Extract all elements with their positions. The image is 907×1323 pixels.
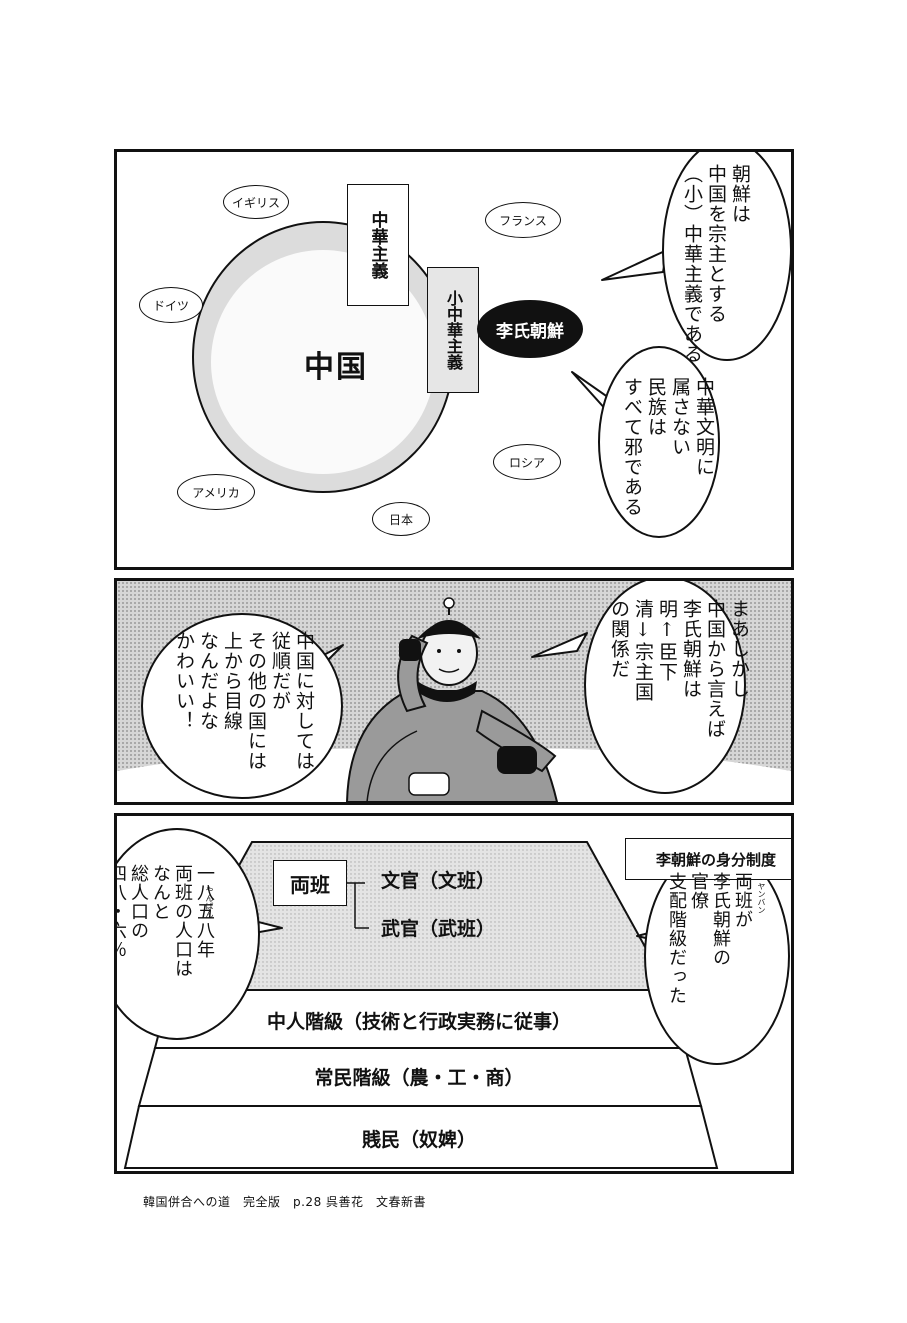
country-nihon: 日本 bbox=[372, 502, 430, 536]
panel-2-art bbox=[117, 581, 791, 802]
yangban-box: 両班 bbox=[273, 860, 347, 906]
tier3-label: 常民階級（農・工・商） bbox=[314, 1066, 524, 1089]
speech-text-right: まあしかし 中国から言えば 李氏朝鮮は 明↑臣下 清↓宗主国 の関係だ bbox=[608, 599, 750, 739]
tier4-label: 賎民（奴婢） bbox=[361, 1128, 476, 1151]
country-amerika: アメリカ bbox=[177, 474, 255, 510]
speech-bubble-left bbox=[141, 613, 343, 799]
ruby-yanban-right: ヤンバン bbox=[757, 882, 766, 914]
country-roshia: ロシア bbox=[493, 444, 561, 480]
source-caption: 韓国併合への道 完全版 p.28 呉善花 文春新書 bbox=[143, 1195, 427, 1209]
system-title: 李朝鮮の身分制度 bbox=[625, 838, 791, 880]
speech-bubble-bottom bbox=[598, 346, 720, 538]
china-label: 中国 bbox=[304, 350, 368, 385]
speech-bubble-right bbox=[584, 581, 746, 794]
panel-3: 李朝鮮の身分制度 両班 文官（文班） 武官（武班） 中人階級（技術と行政実務に従… bbox=[114, 813, 794, 1174]
speech-bubble-top bbox=[662, 152, 791, 361]
pyramid-tier-4 bbox=[123, 1105, 719, 1169]
civil-official-label: 文官（文班） bbox=[381, 870, 496, 892]
speech-text-left: 中国に対しては 従順だが その他の国には 上から目線 なんだよな かわいい！ bbox=[173, 631, 315, 771]
tier2-label: 中人階級（技術と行政実務に従事） bbox=[266, 1010, 571, 1033]
dynasty-oval: 李氏朝鮮 bbox=[477, 300, 583, 358]
panel-2: まあしかし 中国から言えば 李氏朝鮮は 明↑臣下 清↓宗主国 の関係だ 中国に対… bbox=[114, 578, 794, 805]
pyramid-art bbox=[117, 828, 790, 1169]
dynasty-label: 李氏朝鮮 bbox=[496, 321, 564, 342]
country-igirisu: イギリス bbox=[223, 185, 289, 219]
speech-text-top: 朝鮮は 中国を宗主とする （小）中華主義である bbox=[681, 164, 751, 364]
military-official-label: 武官（武班） bbox=[381, 918, 496, 940]
speech-text-bottom: 中華文明に 属さない 民族は すべて邪である bbox=[621, 377, 715, 517]
panel-1: 中国 中華主義 小中華主義 李氏朝鮮 イギリス フランス ドイツ ロシア アメリ… bbox=[114, 149, 794, 570]
shochuka-box: 小中華主義 bbox=[427, 267, 479, 393]
country-furansu: フランス bbox=[485, 202, 561, 238]
chuka-label: 中華主義 bbox=[367, 211, 388, 279]
speech-text-right-p3: 両班が 李氏朝鮮の 官僚 支配階級だった bbox=[666, 872, 753, 1005]
ruby-yanban-left: やんばん bbox=[205, 886, 214, 918]
speech-text-left-p3: 一八五八年 両班の人口は なんと 総人口の 四八・六％ bbox=[114, 864, 215, 978]
speech-bubble-left-p3 bbox=[117, 828, 260, 1040]
country-doitsu: ドイツ bbox=[139, 287, 203, 323]
shochuka-label: 小中華主義 bbox=[444, 290, 463, 370]
chuka-box: 中華主義 bbox=[347, 184, 409, 306]
